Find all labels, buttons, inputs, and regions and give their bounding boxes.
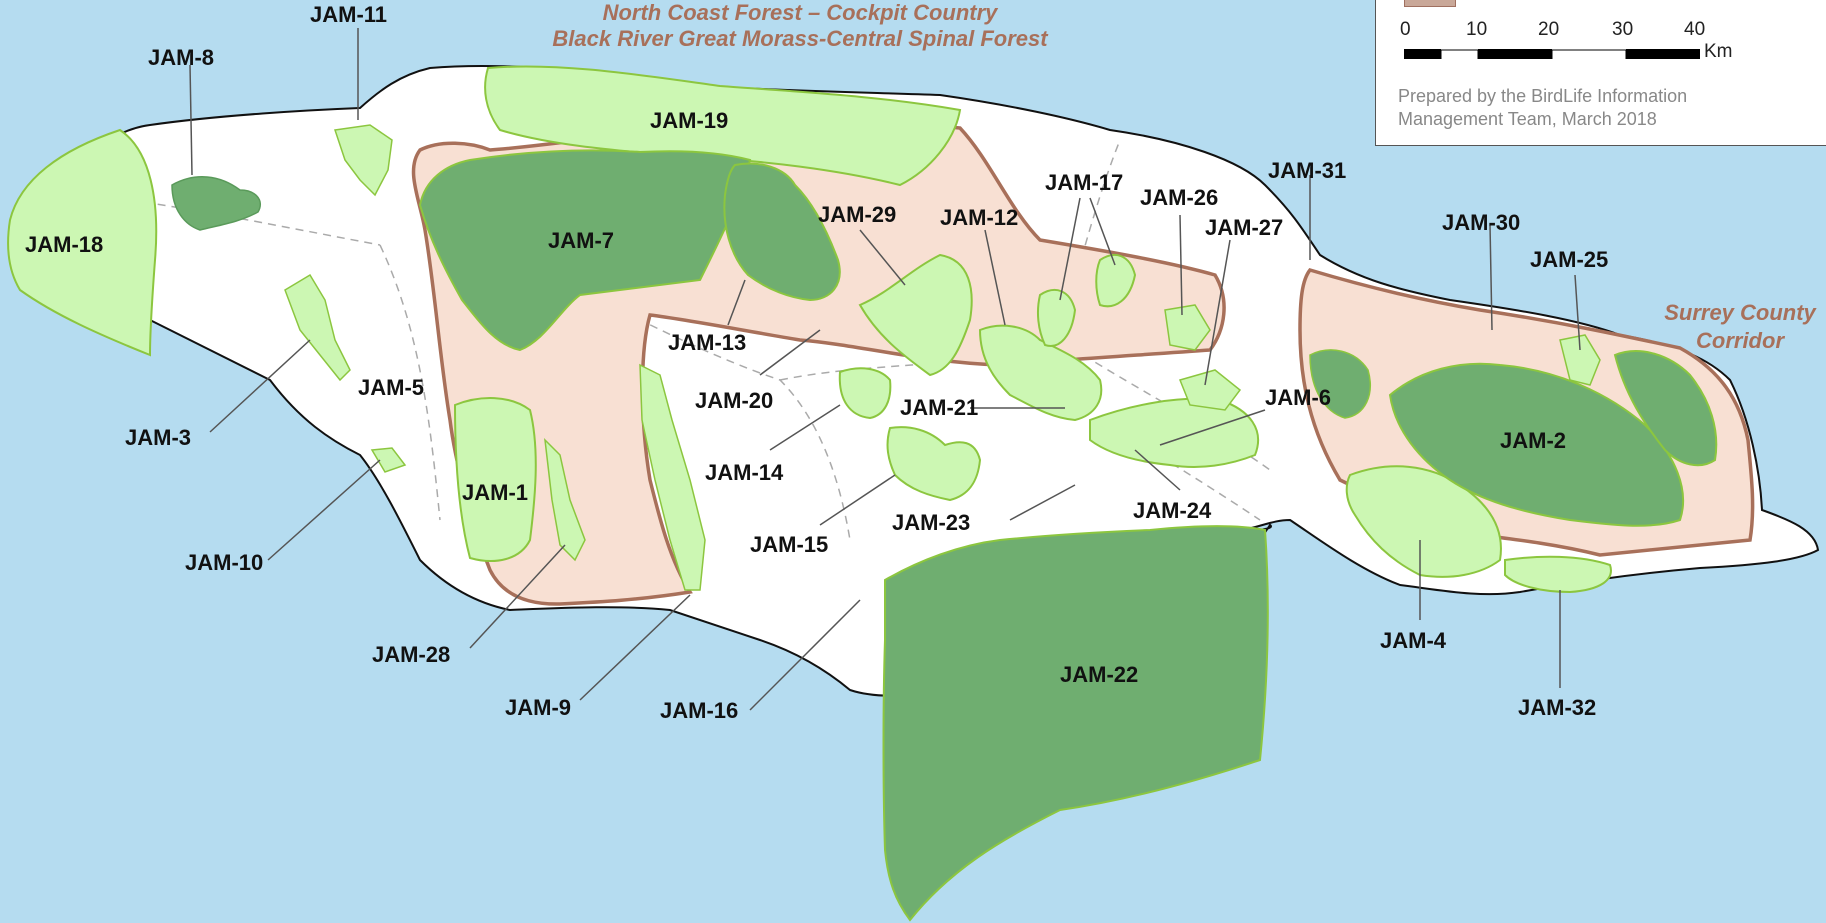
label-jam-1: JAM-1 [462, 480, 528, 505]
label-jam-25: JAM-25 [1530, 247, 1608, 272]
kba-jam-22 [882, 525, 1269, 922]
kba-jam-24 [1089, 397, 1260, 468]
label-jam-7: JAM-7 [548, 228, 614, 253]
kba-jam-18 [7, 128, 158, 357]
leader-lines [189, 28, 1581, 711]
kba-jam-13 [723, 162, 841, 302]
label-jam-2: JAM-2 [1500, 428, 1566, 453]
scale-bar [1404, 49, 1700, 59]
label-jam-18: JAM-18 [25, 232, 103, 257]
scale-tick-40: 40 [1684, 19, 1706, 40]
corridor-legend-swatch [1404, 0, 1456, 7]
corridor-label-north-coast: North Coast Forest – Cockpit Country [603, 0, 1000, 25]
label-jam-8: JAM-8 [148, 45, 214, 70]
kba-jam-15 [886, 426, 982, 502]
kba-jam-8 [171, 176, 261, 231]
label-jam-5: JAM-5 [358, 375, 424, 400]
kba-jam-27 [1178, 369, 1242, 411]
corridor-label-surrey-1: Surrey County [1664, 300, 1817, 325]
label-jam-15: JAM-15 [750, 532, 828, 557]
kba-jam-1 [453, 397, 537, 562]
kba-jam-26 [1164, 304, 1211, 351]
kba-jam-32 [1504, 555, 1612, 594]
kba-jam-3 [284, 273, 351, 382]
corridor-label-surrey-2: Corridor [1696, 328, 1785, 353]
scale-tick-0: 0 [1400, 19, 1411, 40]
kba-jam-25 [1559, 334, 1601, 386]
kba-jam-21 [978, 324, 1103, 422]
label-jam-19: JAM-19 [650, 108, 728, 133]
label-jam-13: JAM-13 [668, 330, 746, 355]
label-jam-27: JAM-27 [1205, 215, 1283, 240]
label-jam-17: JAM-17 [1045, 170, 1123, 195]
label-jam-3: JAM-3 [125, 425, 191, 450]
kba-jam-29 [858, 253, 973, 377]
label-jam-16: JAM-16 [660, 698, 738, 723]
legend-box: 0 10 20 30 40 Km Prepared by the BirdLif… [1375, 0, 1826, 146]
kba-light-areas [7, 65, 1612, 594]
label-jam-24: JAM-24 [1133, 498, 1212, 523]
kba-jam-6 [1309, 349, 1371, 419]
label-jam-32: JAM-32 [1518, 695, 1596, 720]
kba-jam-19 [484, 65, 962, 187]
kba-jam-2-east [1613, 350, 1718, 467]
kba-jam-7 [418, 149, 752, 352]
corridor-label-black-river: Black River Great Morass-Central Spinal … [552, 26, 1049, 51]
kba-dark-areas [171, 149, 1718, 922]
kba-jam-9 [639, 363, 706, 591]
credit-text: Prepared by the BirdLife Information Man… [1398, 85, 1687, 131]
scale-unit: Km [1704, 41, 1733, 62]
kba-jam-11 [334, 124, 393, 197]
kba-jam-2 [1388, 362, 1685, 527]
label-jam-11: JAM-11 [310, 2, 387, 27]
credit-line-2: Management Team, March 2018 [1398, 109, 1657, 129]
label-jam-10: JAM-10 [185, 550, 263, 575]
label-jam-21: JAM-21 [900, 395, 978, 420]
label-jam-28: JAM-28 [372, 642, 450, 667]
label-jam-14: JAM-14 [705, 460, 784, 485]
credit-line-1: Prepared by the BirdLife Information [1398, 86, 1688, 106]
scale-tick-30: 30 [1612, 19, 1634, 40]
label-jam-6: JAM-6 [1265, 385, 1331, 410]
label-jam-30: JAM-30 [1442, 210, 1520, 235]
scale-tick-10: 10 [1466, 19, 1488, 40]
kba-jam-28 [544, 437, 586, 562]
label-jam-29: JAM-29 [818, 202, 896, 227]
site-labels: JAM-8 JAM-11 JAM-18 JAM-19 JAM-7 JAM-29 … [25, 2, 1608, 723]
label-jam-22: JAM-22 [1060, 662, 1138, 687]
label-jam-9: JAM-9 [505, 695, 571, 720]
kba-jam-10 [370, 447, 407, 473]
label-jam-12: JAM-12 [940, 205, 1018, 230]
label-jam-26: JAM-26 [1140, 185, 1218, 210]
label-jam-20: JAM-20 [695, 388, 773, 413]
label-jam-31: JAM-31 [1268, 158, 1346, 183]
label-jam-23: JAM-23 [892, 510, 970, 535]
kba-jam-4 [1345, 465, 1502, 578]
scale-tick-20: 20 [1538, 19, 1560, 40]
label-jam-4: JAM-4 [1380, 628, 1447, 653]
kba-jam-14 [838, 367, 892, 420]
